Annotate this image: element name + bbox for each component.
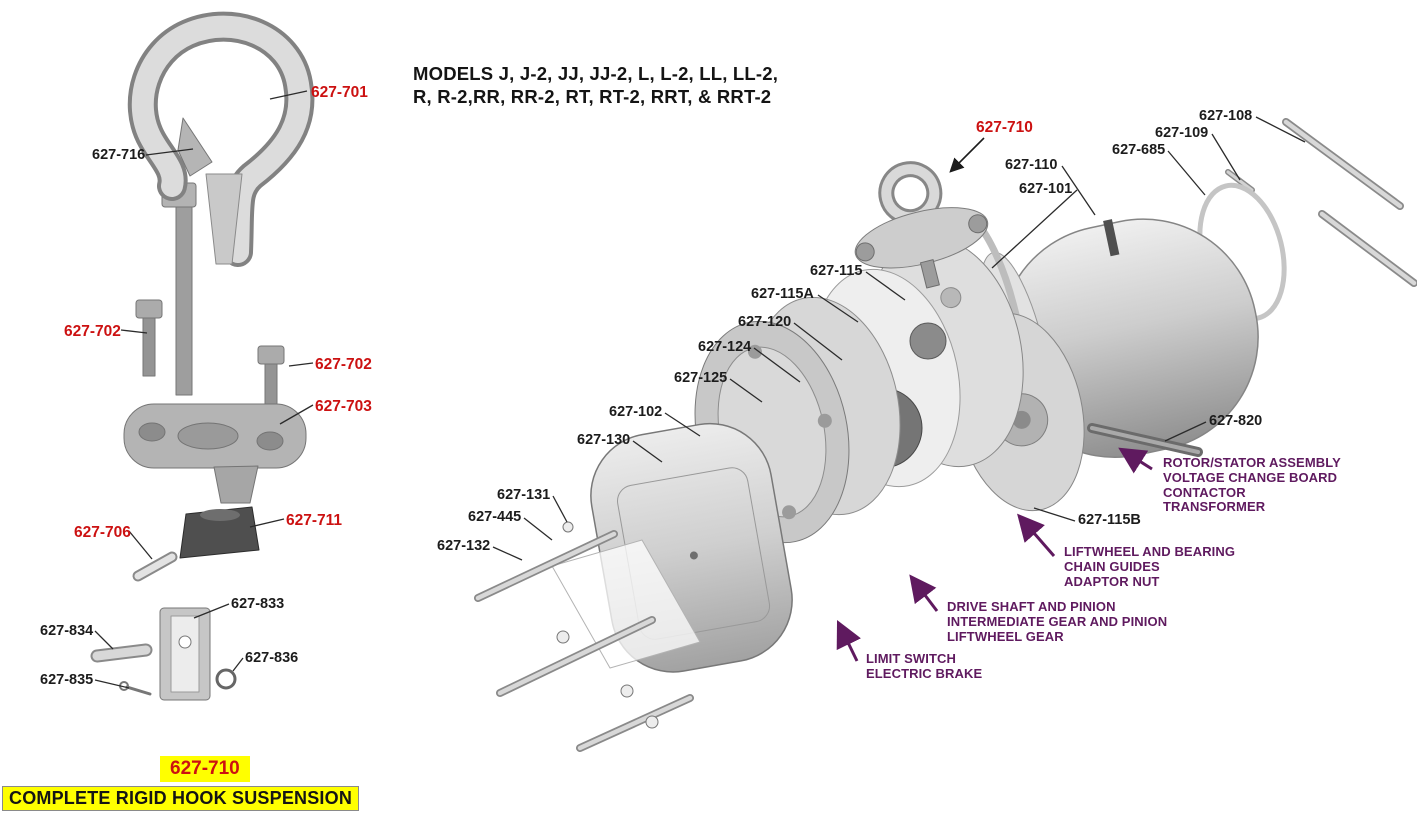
part-label-627-120: 627-120: [738, 314, 792, 330]
part-label-627-702-left: 627-702: [64, 323, 121, 340]
part-label-627-716: 627-716: [92, 147, 146, 163]
annotation-arrows: [836, 137, 1153, 662]
annotation-line: LIMIT SWITCH: [866, 651, 957, 666]
models-title: MODELS J, J-2, JJ, JJ-2, L, L-2, LL, LL-…: [413, 62, 778, 108]
part-label-627-820: 627-820: [1209, 413, 1263, 429]
annotation-drive-shaft: DRIVE SHAFT AND PINION INTERMEDIATE GEAR…: [947, 599, 1168, 644]
clevis-bracket-art: [159, 607, 211, 701]
setscrew-left-art: [135, 299, 163, 377]
part-label-627-710: 627-710: [976, 119, 1033, 136]
part-label-627-445: 627-445: [468, 509, 522, 525]
models-title-line1: MODELS J, J-2, JJ, JJ-2, L, L-2, LL, LL-…: [413, 63, 779, 84]
tie-rods-art: [474, 530, 694, 752]
annotation-line: ELECTRIC BRAKE: [866, 665, 983, 681]
part-label-627-124: 627-124: [698, 339, 752, 355]
part-label-627-711: 627-711: [286, 512, 343, 529]
part-label-627-115B: 627-115B: [1078, 512, 1141, 528]
part-label-627-835: 627-835: [40, 672, 94, 688]
suspension-adapter-art: [123, 403, 307, 504]
part-label-627-102: 627-102: [609, 404, 663, 420]
cotter-pin-art: [119, 681, 152, 696]
part-label-627-101: 627-101: [1019, 181, 1073, 197]
part-label-627-702-right: 627-702: [315, 356, 372, 373]
annotation-line: TRANSFORMER: [1163, 499, 1266, 515]
annotation-liftwheel: LIFTWHEEL AND BEARING CHAIN GUIDES ADAPT…: [1064, 544, 1236, 589]
pin-706-art: [132, 551, 178, 582]
part-label-627-131: 627-131: [497, 487, 551, 503]
rubber-cushion-art: [179, 506, 260, 559]
part-label-627-108: 627-108: [1199, 108, 1253, 124]
annotation-line: VOLTAGE CHANGE BOARD: [1163, 469, 1338, 485]
annotation-line: DRIVE SHAFT AND PINION: [947, 599, 1116, 614]
part-label-627-110: 627-110: [1005, 157, 1058, 173]
suspension-stud-art: [161, 182, 197, 396]
part-label-627-130: 627-130: [577, 432, 631, 448]
part-label-627-836: 627-836: [245, 650, 299, 666]
footer-title: COMPLETE RIGID HOOK SUSPENSION: [2, 786, 360, 811]
voltage-board-art: [1087, 423, 1203, 457]
hook-art: [127, 11, 315, 267]
mounting-screws-art: [1225, 118, 1417, 287]
annotation-line: ADAPTOR NUT: [1064, 573, 1160, 589]
part-label-627-701: 627-701: [311, 84, 368, 101]
part-label-627-109: 627-109: [1155, 125, 1209, 141]
gasket-sheet-art: [551, 539, 701, 669]
hook-latch-art: [177, 117, 213, 177]
part-label-627-685: 627-685: [1112, 142, 1166, 158]
part-label-627-703: 627-703: [315, 398, 372, 415]
annotation-line: ROTOR/STATOR ASSEMBLY: [1163, 455, 1341, 470]
part-label-627-115: 627-115: [810, 263, 863, 279]
annotation-line: CHAIN GUIDES: [1064, 558, 1160, 574]
clevis-pin-art: [90, 643, 153, 663]
hook-suspension-art: [90, 11, 315, 701]
part-label-627-706: 627-706: [74, 524, 131, 541]
retaining-ring-art: [215, 668, 237, 690]
footer-part-number: 627-710: [160, 756, 250, 782]
annotation-limit-switch: LIMIT SWITCH ELECTRIC BRAKE: [866, 651, 983, 682]
hoist-assembly-art: [474, 118, 1417, 752]
models-title-line2: R, R-2,RR, RR-2, RT, RT-2, RRT, & RRT-2: [413, 86, 772, 108]
annotation-rotor-stator: ROTOR/STATOR ASSEMBLY VOLTAGE CHANGE BOA…: [1163, 455, 1341, 515]
annotation-line: INTERMEDIATE GEAR AND PINION: [947, 613, 1168, 629]
annotation-line: LIFTWHEEL AND BEARING: [1064, 544, 1236, 559]
suspension-hook-art: [854, 161, 989, 289]
washers-art: [556, 521, 659, 729]
part-label-627-115A: 627-115A: [751, 286, 814, 302]
annotation-line: CONTACTOR: [1163, 484, 1246, 500]
part-label-627-132: 627-132: [437, 538, 491, 554]
annotation-line: LIFTWHEEL GEAR: [947, 628, 1064, 644]
part-label-627-125: 627-125: [674, 370, 728, 386]
part-label-627-833: 627-833: [231, 596, 285, 612]
leader-lines: [94, 90, 1306, 689]
part-label-627-834: 627-834: [40, 623, 94, 639]
